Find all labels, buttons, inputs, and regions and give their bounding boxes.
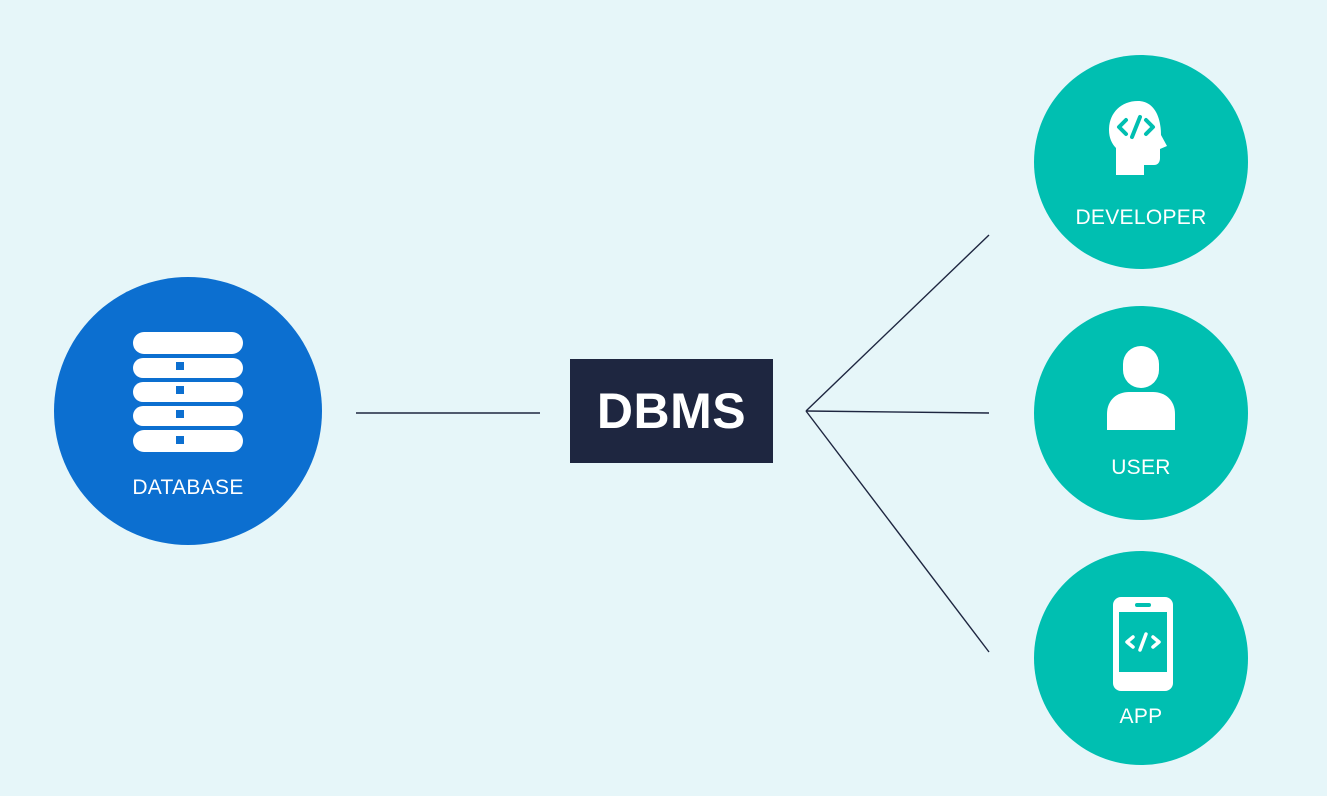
app-label: APP: [1119, 705, 1163, 728]
edge-dbms-app: [805, 410, 990, 653]
user-icon: [1107, 346, 1175, 430]
dbms-box: DBMS: [570, 359, 773, 463]
edge-dbms-user: [805, 410, 990, 414]
edge-dbms-developer: [805, 234, 990, 412]
developer-head-code-icon: [1109, 101, 1167, 175]
user-node: USER: [1034, 306, 1248, 520]
database-node: DATABASE: [54, 277, 322, 545]
mobile-app-code-icon: [1113, 597, 1173, 691]
developer-node: DEVELOPER: [1034, 55, 1248, 269]
user-label: USER: [1111, 456, 1171, 479]
developer-label: DEVELOPER: [1075, 206, 1207, 229]
app-node: APP: [1034, 551, 1248, 765]
database-icon: [133, 332, 243, 452]
database-label: DATABASE: [132, 476, 244, 499]
